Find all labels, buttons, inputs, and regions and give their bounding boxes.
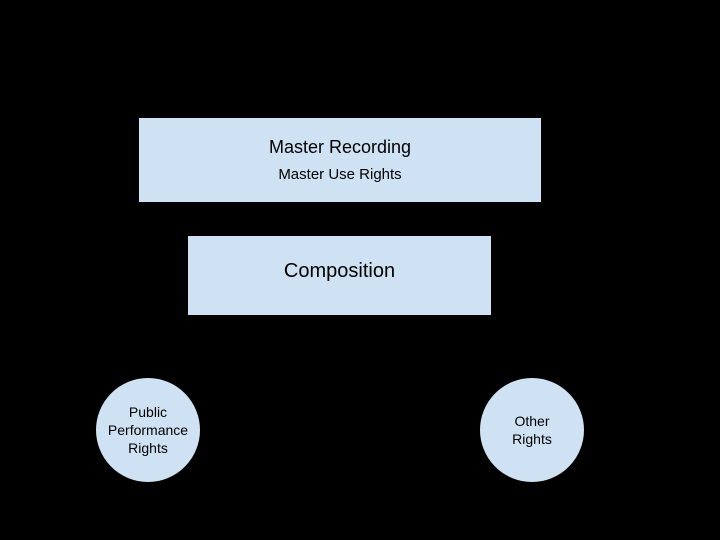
master-recording-title: Master Recording — [268, 137, 412, 157]
composition-title: Composition — [283, 260, 396, 282]
other-rights-label: Other Rights — [512, 412, 552, 448]
label-line: Rights — [512, 431, 552, 447]
other-rights-circle: Other Rights — [478, 376, 586, 484]
label-line: Other — [514, 413, 550, 429]
public-performance-rights-circle: Public Performance Rights — [94, 376, 202, 484]
master-recording-box: Master Recording Master Use Rights — [138, 117, 542, 203]
public-performance-rights-label: Public Performance Rights — [108, 403, 188, 457]
composition-box: Composition — [187, 235, 492, 316]
label-line: Rights — [128, 440, 168, 456]
label-line: Public — [128, 404, 168, 420]
label-line: Performance — [107, 422, 189, 438]
master-use-rights-subtitle: Master Use Rights — [278, 166, 402, 183]
